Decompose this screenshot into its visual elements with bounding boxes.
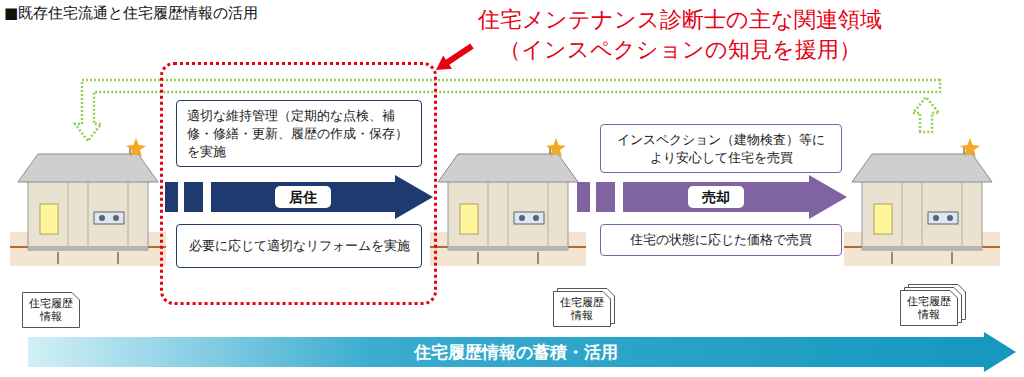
document-label: 住宅履歴情報: [906, 295, 951, 320]
maintenance-region: 住宅メンテナンス診断士の主な関連領域（インスペクションの知見を援用）適切な維持管…: [160, 62, 437, 305]
record-document: 住宅履歴情報: [553, 288, 615, 327]
box-text: 住宅の状態に応じた価格で売買: [611, 231, 831, 249]
callout-text: 住宅メンテナンス診断士の主な関連領域: [460, 5, 900, 35]
box-text: 適切な維持管理（定期的な点検、補修・修繕・更新、履歴の作成・保存）を実施: [187, 107, 411, 161]
arrow-body: [623, 175, 847, 219]
flow-arrow: 居住: [163, 175, 433, 219]
diagram-title: ■既存住宅流通と住宅履歴情報の活用: [4, 3, 258, 23]
timeline-label: 住宅履歴情報の蓄積・活用: [414, 340, 618, 364]
flow-arrow: 売却: [575, 175, 847, 219]
document-label: 住宅履歴情報: [559, 296, 604, 321]
title-holder: ■既存住宅流通と住宅履歴情報の活用: [4, 3, 258, 23]
arrow-label: 居住: [289, 186, 317, 208]
document-text-holder: 住宅履歴情報: [559, 296, 604, 321]
arrow-body: [211, 175, 433, 219]
record-document: 住宅履歴情報: [22, 292, 80, 328]
box-text: 必要に応じて適切なリフォームを実施: [187, 237, 411, 255]
house-left: [10, 138, 166, 266]
document-front-sheet: [23, 293, 80, 328]
process-box: 適切な維持管理（定期的な点検、補修・修繕・更新、履歴の作成・保存）を実施: [176, 100, 422, 167]
arrow-label: 売却: [702, 186, 730, 208]
house-middle: [430, 138, 586, 266]
arrow-dash: [165, 182, 178, 212]
process-box: 住宅の状態に応じた価格で売買: [600, 224, 842, 256]
arrow-label-pill: 売却: [688, 186, 744, 208]
return-up-arrow: [913, 97, 939, 132]
document-front-sheet: [554, 292, 611, 327]
document-text-holder: 住宅履歴情報: [906, 295, 951, 320]
timeline-arrow: 住宅履歴情報の蓄積・活用: [28, 332, 1016, 372]
callout-group: 住宅メンテナンス診断士の主な関連領域（インスペクションの知見を援用）: [460, 5, 900, 65]
document-text-holder: 住宅履歴情報: [28, 297, 73, 322]
timeline-text-holder: 住宅履歴情報の蓄積・活用: [414, 340, 618, 364]
arrow-label-pill: 居住: [275, 186, 331, 208]
process-box: 必要に応じて適切なリフォームを実施: [176, 224, 422, 268]
callout-text: （インスペクションの知見を援用）: [460, 35, 900, 65]
timeline-arrow-body: [28, 332, 1016, 372]
house-right: [844, 138, 1000, 266]
document-front-sheet: [901, 291, 958, 326]
arrow-dash: [184, 182, 203, 212]
record-document: 住宅履歴情報: [900, 284, 966, 326]
arrow-dash: [577, 182, 590, 212]
callout-pointer-arrow: [436, 44, 474, 71]
process-box: インスペクション（建物検査）等により安心して住宅を売買: [600, 124, 842, 173]
box-text: インスペクション（建物検査）等により安心して住宅を売買: [611, 131, 831, 167]
arrow-dash: [596, 182, 615, 212]
document-label: 住宅履歴情報: [28, 297, 73, 322]
